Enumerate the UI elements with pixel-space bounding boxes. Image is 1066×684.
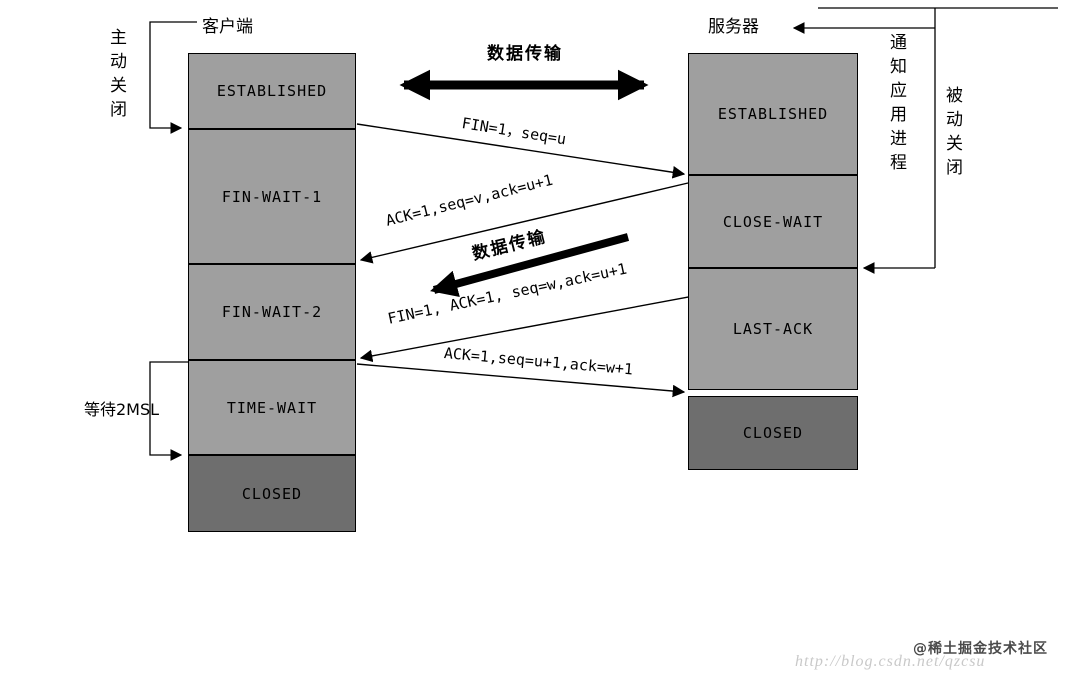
server-header-label: 服务器 [708, 17, 759, 37]
client-state-fin-wait-1-label: FIN-WAIT-1 [221, 187, 323, 206]
client-state-time-wait-label: TIME-WAIT [226, 398, 318, 417]
server-state-established-label: ESTABLISHED [717, 105, 829, 123]
client-active-close-bracket-arrow [149, 21, 197, 134]
wait-2msl-label: 等待2MSL [84, 400, 160, 419]
client-state-time-wait: TIME-WAIT [188, 360, 356, 455]
server-state-last-ack-label: LAST-ACK [732, 320, 814, 338]
client-state-fin-wait-1: FIN-WAIT-1 [188, 129, 356, 264]
server-passive-close-label: 被动关闭 [942, 86, 962, 182]
fin-segment-arrow [356, 123, 686, 179]
server-state-closed: CLOSED [688, 396, 858, 470]
client-state-established: ESTABLISHED [188, 53, 356, 129]
client-state-closed: CLOSED [188, 455, 356, 532]
community-watermark: @稀土掘金技术社区 [913, 641, 1048, 657]
server-state-established: ESTABLISHED [688, 53, 858, 175]
client-state-established-label: ESTABLISHED [216, 82, 328, 100]
client-state-closed-label: CLOSED [241, 484, 303, 503]
client-active-close-label: 主动关闭 [106, 28, 126, 124]
client-header-label: 客户端 [202, 17, 253, 37]
client-state-fin-wait-2-label: FIN-WAIT-2 [221, 303, 323, 321]
data-transfer-mid-arrow [430, 233, 630, 298]
server-notify-app-label: 通知应用进程 [886, 33, 906, 177]
ack-segment-arrow [359, 182, 689, 264]
client-wait-2msl-bracket-arrow [149, 361, 188, 461]
server-state-last-ack: LAST-ACK [688, 268, 858, 390]
url-watermark: http://blog.csdn.net/qzcsu [795, 653, 986, 670]
data-transfer-top-label: 数据传输 [487, 44, 563, 64]
client-state-fin-wait-2: FIN-WAIT-2 [188, 264, 356, 360]
server-state-closed-label: CLOSED [742, 424, 804, 442]
server-state-close-wait-label: CLOSE-WAIT [722, 212, 824, 231]
server-state-close-wait: CLOSE-WAIT [688, 175, 858, 268]
last-ack-segment-arrow [356, 363, 686, 398]
